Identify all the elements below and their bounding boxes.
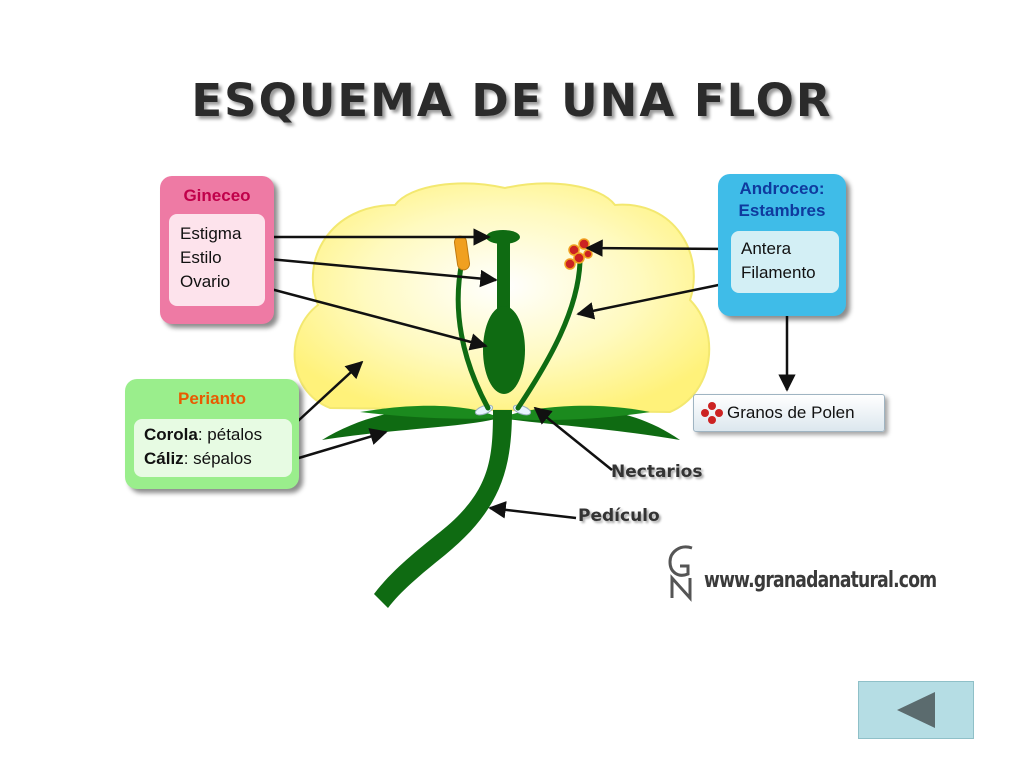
- pistil: [483, 230, 525, 394]
- pollen-icon: [701, 402, 723, 424]
- label-estilo: Estilo: [180, 248, 222, 267]
- label-ovario: Ovario: [180, 272, 231, 291]
- page-title: ESQUEMA DE UNA FLOR: [191, 74, 833, 127]
- label-filamento: Filamento: [741, 263, 816, 282]
- androceo-heading-line1: Androceo:: [739, 179, 825, 198]
- gineceo-parts: Estigma Estilo Ovario: [169, 214, 265, 306]
- gineceo-heading: Gineceo: [183, 186, 251, 205]
- label-estigma: Estigma: [180, 224, 242, 243]
- androceo-heading-line2: Estambres: [738, 201, 826, 220]
- back-button[interactable]: [858, 681, 974, 739]
- corola-desc: : pétalos: [197, 425, 263, 444]
- watermark-url: www.granadanatural.com: [704, 568, 937, 593]
- triangle-left-icon: [897, 692, 935, 728]
- nectarios-label: Nectarios: [611, 462, 703, 482]
- ovary: [483, 306, 525, 394]
- pollen-grains-box: Granos de Polen: [693, 394, 885, 432]
- stamen-filaments: [455, 259, 583, 411]
- gn-monogram-logo: [668, 545, 693, 602]
- caliz-desc: : sépalos: [183, 449, 252, 468]
- caliz-term: Cáliz: [144, 449, 184, 468]
- corola-term: Corola: [144, 425, 198, 444]
- androceo-parts: Antera Filamento: [731, 231, 839, 293]
- gineceo-box: Gineceo Estigma Estilo Ovario: [160, 176, 274, 324]
- style: [497, 240, 510, 316]
- pediculo-label: Pedículo: [578, 506, 660, 526]
- pollen-grains-label: Granos de Polen: [727, 403, 855, 422]
- label-antera: Antera: [741, 239, 792, 258]
- label-caliz: Cáliz: sépalos: [144, 447, 292, 471]
- perianto-parts: Corola: pétalos Cáliz: sépalos: [134, 419, 292, 477]
- stigma: [486, 230, 520, 244]
- perianto-heading: Perianto: [177, 389, 247, 408]
- leader-arrows: [247, 228, 796, 520]
- label-corola: Corola: pétalos: [144, 423, 292, 447]
- perianto-box: Perianto Corola: pétalos Cáliz: sépalos: [125, 379, 299, 489]
- androceo-heading: Androceo: Estambres: [718, 178, 846, 222]
- pedicel-stem: [374, 410, 512, 608]
- androceo-box: Androceo: Estambres Antera Filamento: [718, 174, 846, 316]
- watermark: www.granadanatural.com: [664, 540, 937, 604]
